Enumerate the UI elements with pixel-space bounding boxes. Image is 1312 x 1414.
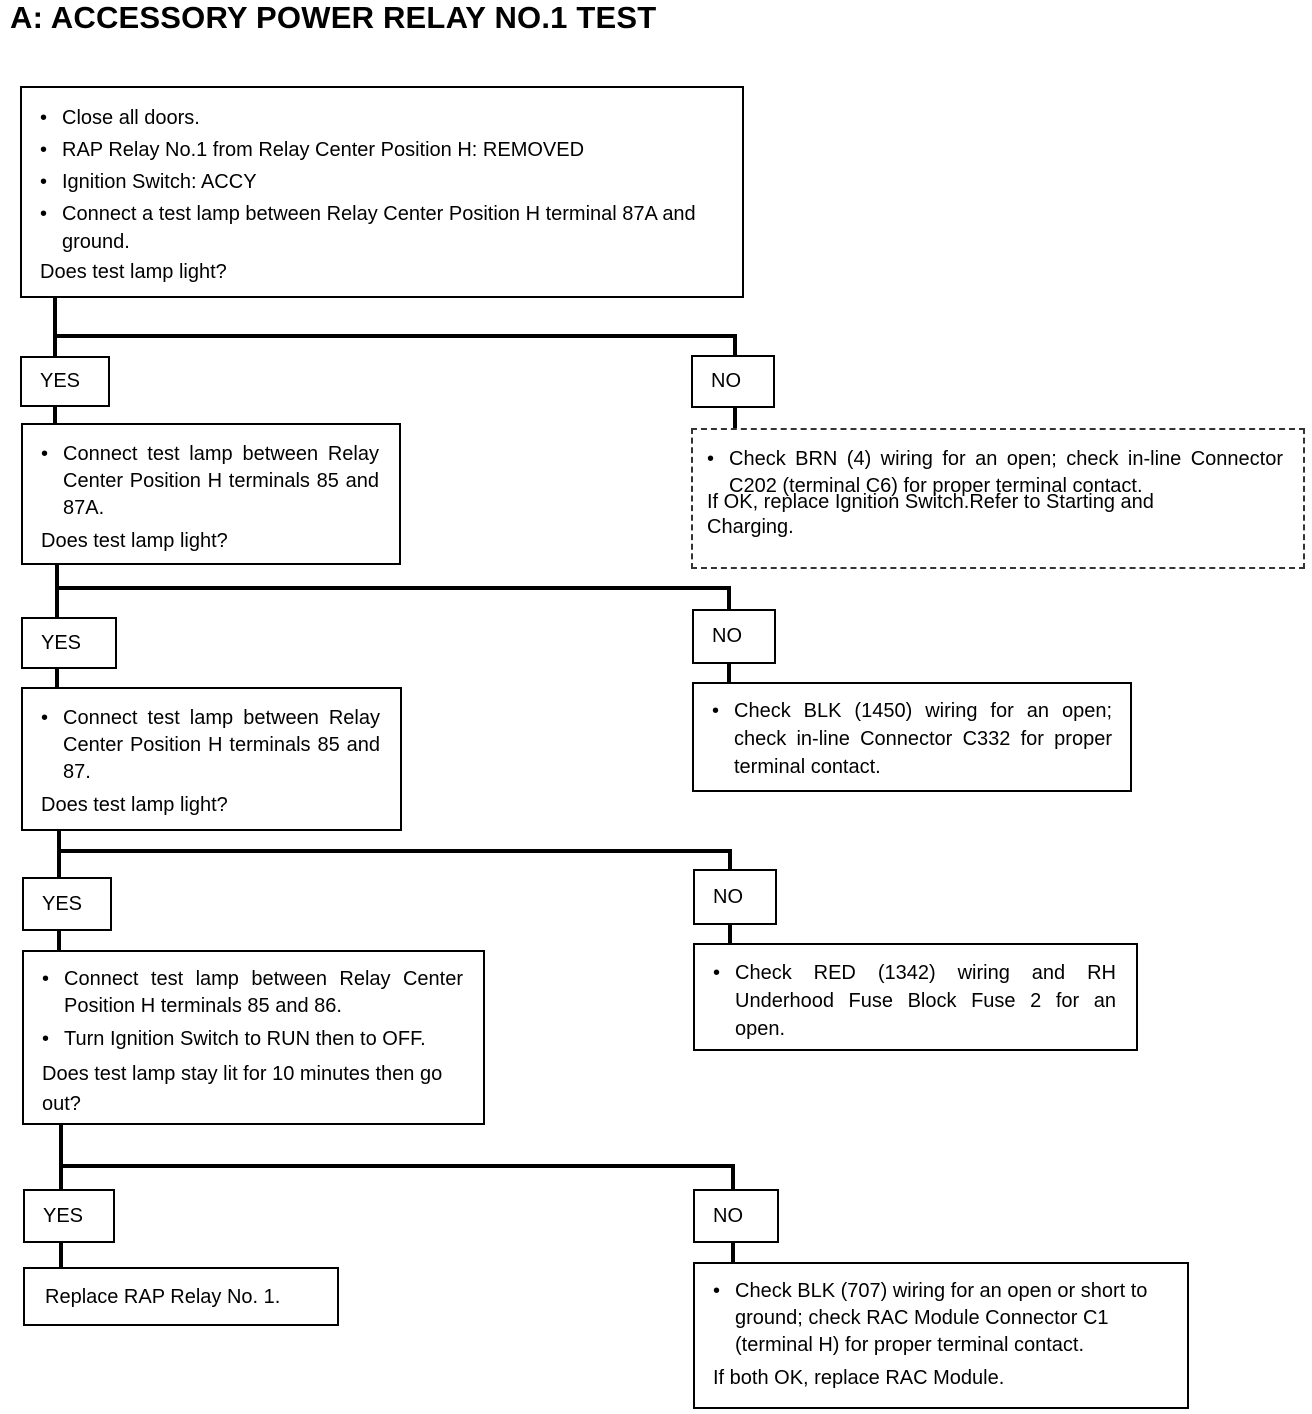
no-label: NO (692, 609, 776, 664)
no-label: NO (693, 1189, 779, 1243)
connector-3 (57, 830, 732, 870)
step2-question: Does test lamp light? (41, 530, 228, 552)
connector-2 (55, 564, 731, 610)
step1-question: Does test lamp light? (40, 261, 227, 283)
yes-label: YES (21, 617, 117, 669)
no3-item: Check RED (1342) wiring and RH Underhood… (713, 959, 1116, 1043)
no4-result-box: Check BLK (707) wiring for an open or sh… (693, 1262, 1189, 1409)
step3-question: Does test lamp light? (41, 794, 228, 816)
no4-item: Check BLK (707) wiring for an open or sh… (713, 1278, 1167, 1359)
step1-item: Close all doors. (40, 104, 724, 132)
no1-result-box: Check BRN (4) wiring for an open; check … (691, 428, 1305, 569)
no4-note: If both OK, replace RAC Module. (713, 1367, 1005, 1389)
no2-result-box: Check BLK (1450) wiring for an open; che… (692, 682, 1132, 792)
step4-item: Connect test lamp between Relay Center P… (42, 966, 463, 1020)
page-title: A: ACCESSORY POWER RELAY NO.1 TEST (10, 0, 657, 35)
connector-4 (59, 1124, 735, 1190)
step3-item: Connect test lamp between Relay Center P… (41, 705, 380, 786)
connector-1 (53, 297, 737, 355)
replace-relay-box: Replace RAP Relay No. 1. (23, 1267, 339, 1326)
no3-result-box: Check RED (1342) wiring and RH Underhood… (693, 943, 1138, 1051)
yes-label: YES (20, 356, 110, 407)
step3-box: Connect test lamp between Relay Center P… (21, 687, 402, 831)
step4-box: Connect test lamp between Relay Center P… (22, 950, 485, 1125)
step4-question: Does test lamp stay lit for 10 minutes t… (42, 1063, 443, 1115)
yes-label: YES (22, 877, 112, 931)
no-label: NO (691, 355, 775, 408)
yes-label: YES (23, 1189, 115, 1243)
no-label: NO (693, 869, 777, 925)
no2-item: Check BLK (1450) wiring for an open; che… (712, 697, 1112, 781)
no1-item: Check BRN (4) wiring for an open; check … (707, 446, 1283, 500)
step1-item: RAP Relay No.1 from Relay Center Positio… (40, 136, 724, 164)
step1-item: Connect a test lamp between Relay Center… (40, 200, 724, 256)
step1-box: Close all doors. RAP Relay No.1 from Rel… (20, 86, 744, 298)
step2-item: Connect test lamp between Relay Center P… (41, 441, 379, 522)
step4-item: Turn Ignition Switch to RUN then to OFF. (42, 1026, 463, 1053)
step2-box: Connect test lamp between Relay Center P… (21, 423, 401, 565)
step1-item: Ignition Switch: ACCY (40, 168, 724, 196)
